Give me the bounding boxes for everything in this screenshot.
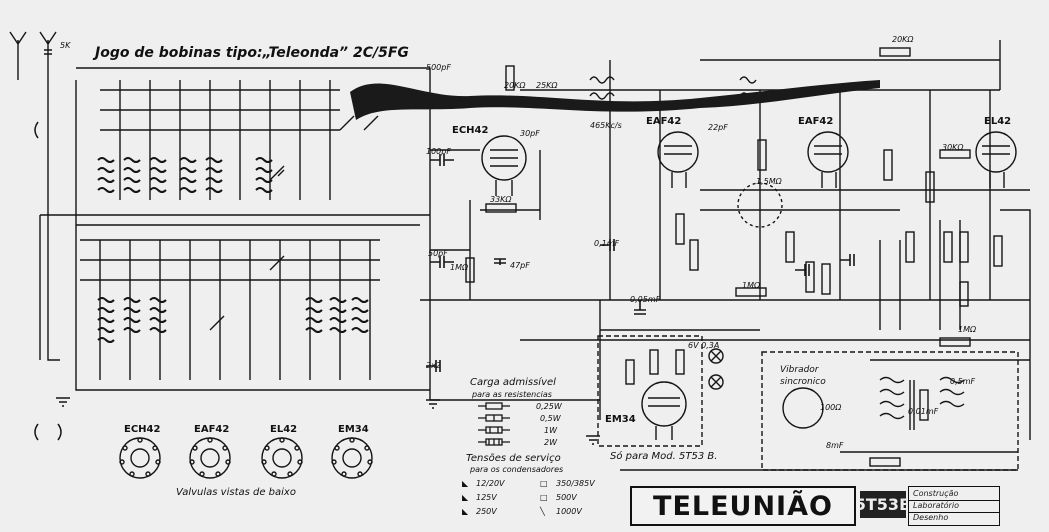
voltage-value: 250V bbox=[476, 507, 497, 516]
model-only-note: Só para Mod. 5T53 B. bbox=[610, 451, 718, 462]
socket-label-eaf42: EAF42 bbox=[194, 424, 230, 435]
res-1m5-label: 1,5MΩ bbox=[756, 177, 782, 186]
stamp-row: Desenho bbox=[913, 513, 949, 522]
resistor-legend-row: 0,5W bbox=[540, 414, 561, 423]
cap-47pf-label: 47pF bbox=[510, 261, 530, 270]
cap-0-1-label: 0,1mF bbox=[594, 239, 620, 248]
res-1mb-label: 1MΩ bbox=[742, 281, 761, 290]
cap-0-5-label: 0,5mF bbox=[950, 377, 976, 386]
coil-set-title: Jogo de bobinas tipo:„Teleonda” 2C/5FG bbox=[95, 45, 409, 61]
tube-ech42-symbol bbox=[481, 135, 527, 196]
socket-label-em34: EM34 bbox=[338, 424, 369, 435]
cap-50pf-label: 50pF bbox=[428, 249, 448, 258]
tube-eaf42-2-symbol bbox=[807, 131, 849, 188]
res-25k-label: 25KΩ bbox=[536, 81, 558, 90]
res-5k-label: 5K bbox=[60, 41, 71, 50]
vibrator-subtitle: sincronico bbox=[780, 377, 826, 387]
resistor-legend-symbols bbox=[478, 402, 510, 446]
cap-0-05-label: 0,05mF bbox=[630, 295, 661, 304]
resistor-legend-row: 2W bbox=[544, 438, 557, 447]
voltage-value: 350/385V bbox=[556, 479, 595, 488]
resistor-legend-title: Carga admissível bbox=[470, 377, 556, 388]
voltage-symbol-icon: □ bbox=[540, 479, 548, 488]
resistor-legend-row: 1W bbox=[544, 426, 557, 435]
voltage-legend-subtitle: para os condensadores bbox=[470, 465, 564, 474]
cap-2x2-label: 2x2 bbox=[426, 361, 441, 370]
approval-stamp: Construção Laboratório Desenho bbox=[908, 486, 1000, 526]
brand-nameplate: TELEUNIÃO bbox=[630, 486, 856, 526]
cap-0-01-label: 0,01mF bbox=[908, 407, 939, 416]
voltage-symbol-icon: □ bbox=[540, 493, 548, 502]
voltage-value: 12/20V bbox=[476, 479, 505, 488]
tube-label-ech42: ECH42 bbox=[452, 125, 489, 136]
if-465-label: 465Kc/s bbox=[590, 121, 622, 130]
socket-ech42-icon bbox=[119, 437, 161, 479]
socket-label-ech42: ECH42 bbox=[124, 424, 161, 435]
model-badge: 5T53B bbox=[855, 491, 911, 518]
socket-em34-icon bbox=[331, 437, 373, 479]
cap-30pf-label: 30pF bbox=[520, 129, 540, 138]
voltage-value: 125V bbox=[476, 493, 497, 502]
res-100-label: 100Ω bbox=[820, 403, 842, 412]
cap-100pf-label: 100pF bbox=[426, 147, 451, 156]
voltage-symbol-icon: ◣ bbox=[462, 479, 469, 488]
vibrator-title: Vibrador bbox=[780, 365, 819, 375]
voltage-value: 1000V bbox=[556, 507, 582, 516]
res-33k-label: 33KΩ bbox=[490, 195, 512, 204]
stamp-row: Laboratório bbox=[909, 501, 999, 513]
ink-smudge bbox=[350, 80, 880, 120]
res-30k-label: 30KΩ bbox=[942, 143, 964, 152]
socket-el42-icon bbox=[261, 437, 303, 479]
lamp-rating-label: 6V 0,3A bbox=[688, 341, 720, 350]
res-1m-label: 1MΩ bbox=[450, 263, 469, 272]
res-20k-2-label: 20KΩ bbox=[892, 35, 914, 44]
tube-label-em34: EM34 bbox=[605, 414, 636, 425]
socket-label-el42: EL42 bbox=[270, 424, 298, 435]
tube-label-eaf42-2: EAF42 bbox=[798, 116, 834, 127]
resistor-legend-row: 0,25W bbox=[536, 402, 562, 411]
voltage-symbol-icon: ╲ bbox=[540, 507, 545, 516]
voltage-value: 500V bbox=[556, 493, 577, 502]
socket-eaf42-icon bbox=[189, 437, 231, 479]
res-20k-label: 20KΩ bbox=[504, 81, 526, 90]
voltage-symbol-icon: ◣ bbox=[462, 493, 469, 502]
voltage-symbol-icon: ◣ bbox=[462, 507, 469, 516]
resistor-legend-subtitle: para as resistencias bbox=[472, 390, 552, 399]
stamp-row: Construção bbox=[909, 489, 999, 501]
tube-label-el42: EL42 bbox=[984, 116, 1012, 127]
tube-label-eaf42-1: EAF42 bbox=[646, 116, 682, 127]
tube-em34-symbol bbox=[641, 381, 687, 440]
sockets-caption: Valvulas vistas de baixo bbox=[176, 487, 296, 498]
pilot-lamp-icon bbox=[708, 348, 724, 390]
antenna-icon bbox=[9, 31, 57, 80]
tube-el42-symbol bbox=[975, 131, 1017, 188]
ground-icon bbox=[56, 397, 600, 445]
tube-eaf42-1-symbol bbox=[657, 131, 699, 188]
res-1m-8-label: 1MΩ bbox=[958, 325, 977, 334]
cap-500pf-label: 500pF bbox=[426, 63, 451, 72]
voltage-legend-title: Tensões de serviço bbox=[466, 453, 561, 464]
cap-22pf-label: 22pF bbox=[708, 123, 728, 132]
tube-sockets-bottom-view bbox=[119, 437, 373, 479]
cap-8-label: 8mF bbox=[826, 441, 844, 450]
